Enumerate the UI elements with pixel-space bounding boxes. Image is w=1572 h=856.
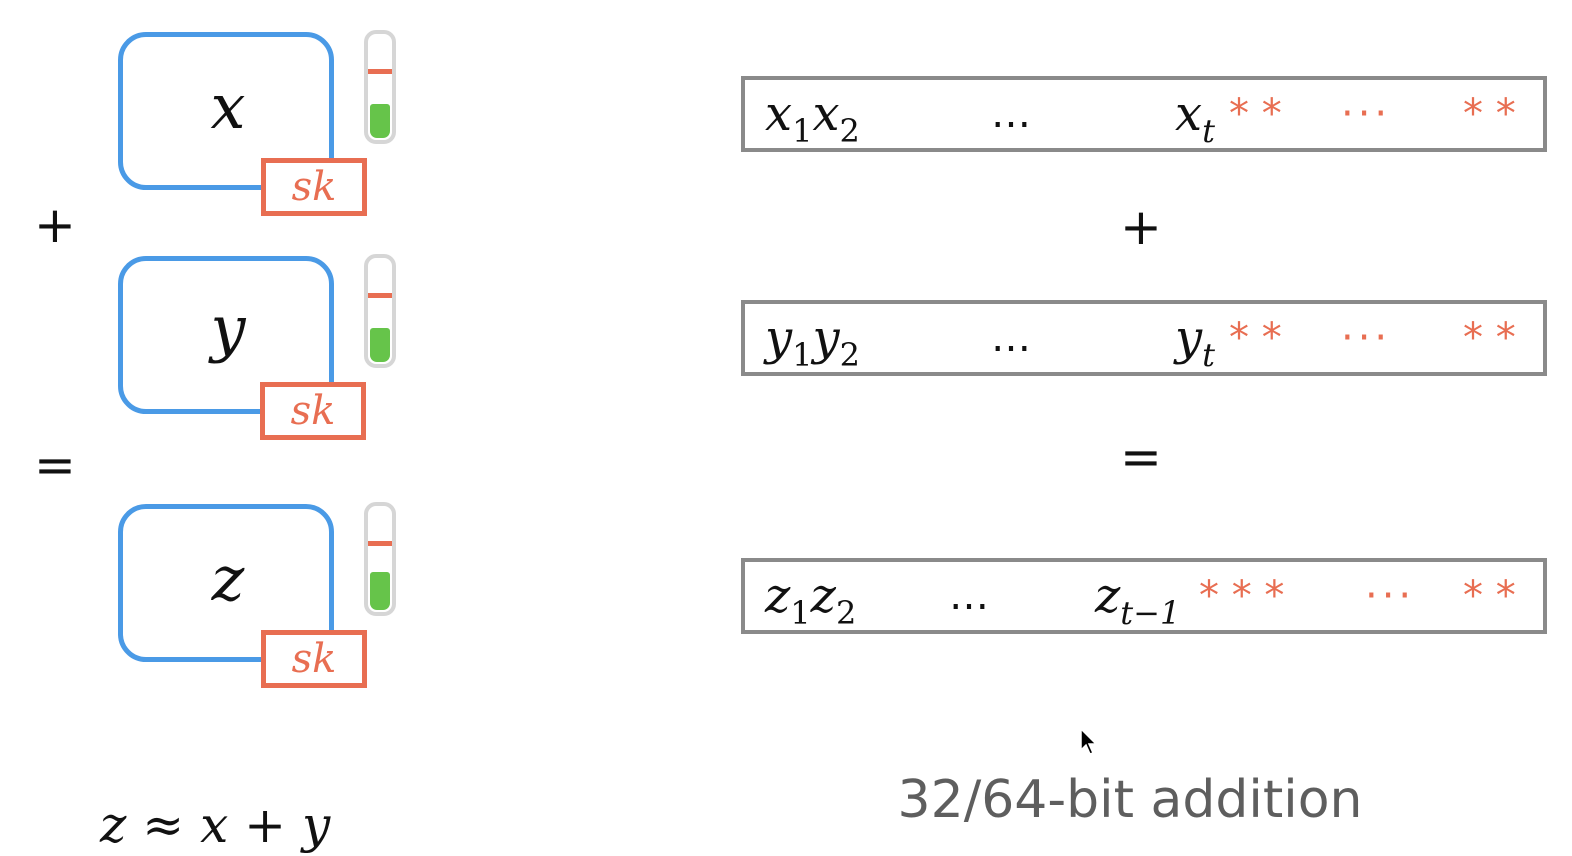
noise-gauge-x	[364, 30, 396, 144]
register-y-ellipsis: …	[991, 315, 1035, 361]
ciphertext-x-label: x	[210, 70, 246, 143]
noise-level-fill	[370, 571, 390, 610]
secret-key-y: sk	[260, 382, 366, 440]
register-x-ellipsis: …	[991, 91, 1035, 137]
register-y-overflow-stars: * *	[1229, 315, 1282, 361]
register-z-trailing-stars: * *	[1463, 573, 1516, 619]
register-y-last-digit: yt	[1175, 310, 1215, 374]
register-z-overflow-stars: * * *	[1199, 573, 1285, 619]
register-z: z1z2 … zt−1 * * * ··· * *	[741, 558, 1547, 634]
register-x-overflow-stars: * *	[1229, 91, 1282, 137]
left-equals-operator: =	[34, 436, 76, 494]
register-x-overflow-ellipsis: ···	[1341, 91, 1392, 137]
ciphertext-x-box	[118, 32, 334, 190]
register-x-last-digit: xt	[1175, 86, 1215, 150]
approximate-sum-formula: z ≈ x + y	[100, 796, 330, 854]
secret-key-x: sk	[261, 158, 367, 216]
formula-z: z	[100, 796, 127, 854]
register-z-last-digit: zt−1	[1095, 568, 1181, 632]
noise-threshold-line	[368, 293, 392, 298]
register-y-trailing-stars: * *	[1463, 315, 1516, 361]
ciphertext-z-label: z	[211, 542, 245, 615]
left-plus-operator: +	[34, 196, 76, 254]
register-z-ellipsis: …	[949, 573, 993, 619]
addition-caption: 32/64-bit addition	[897, 770, 1363, 830]
noise-threshold-line	[368, 541, 392, 546]
noise-level-fill	[370, 104, 390, 138]
noise-level-fill	[370, 328, 390, 362]
ciphertext-y-box	[118, 256, 334, 414]
register-y-overflow-ellipsis: ···	[1341, 315, 1392, 361]
register-y-first-digits: y1y2	[765, 310, 860, 374]
mouse-cursor-icon	[1080, 728, 1098, 755]
secret-key-z: sk	[261, 630, 367, 688]
formula-x: x	[200, 796, 229, 854]
formula-plus: +	[244, 796, 287, 854]
register-z-first-digits: z1z2	[765, 568, 857, 632]
right-plus-operator: +	[1120, 198, 1162, 256]
ciphertext-y-label: y	[210, 292, 246, 365]
formula-approx: ≈	[142, 796, 185, 854]
formula-y: y	[301, 796, 331, 854]
noise-gauge-z	[364, 502, 396, 616]
register-x-first-digits: x1x2	[765, 86, 860, 150]
ciphertext-z-box	[118, 504, 334, 662]
register-y: y1y2 … yt * * ··· * *	[741, 300, 1547, 376]
noise-threshold-line	[368, 69, 392, 74]
register-x-trailing-stars: * *	[1463, 91, 1516, 137]
register-x: x1x2 … xt * * ··· * *	[741, 76, 1547, 152]
noise-gauge-y	[364, 254, 396, 368]
right-equals-operator: =	[1120, 428, 1162, 486]
register-z-overflow-ellipsis: ···	[1365, 573, 1416, 619]
